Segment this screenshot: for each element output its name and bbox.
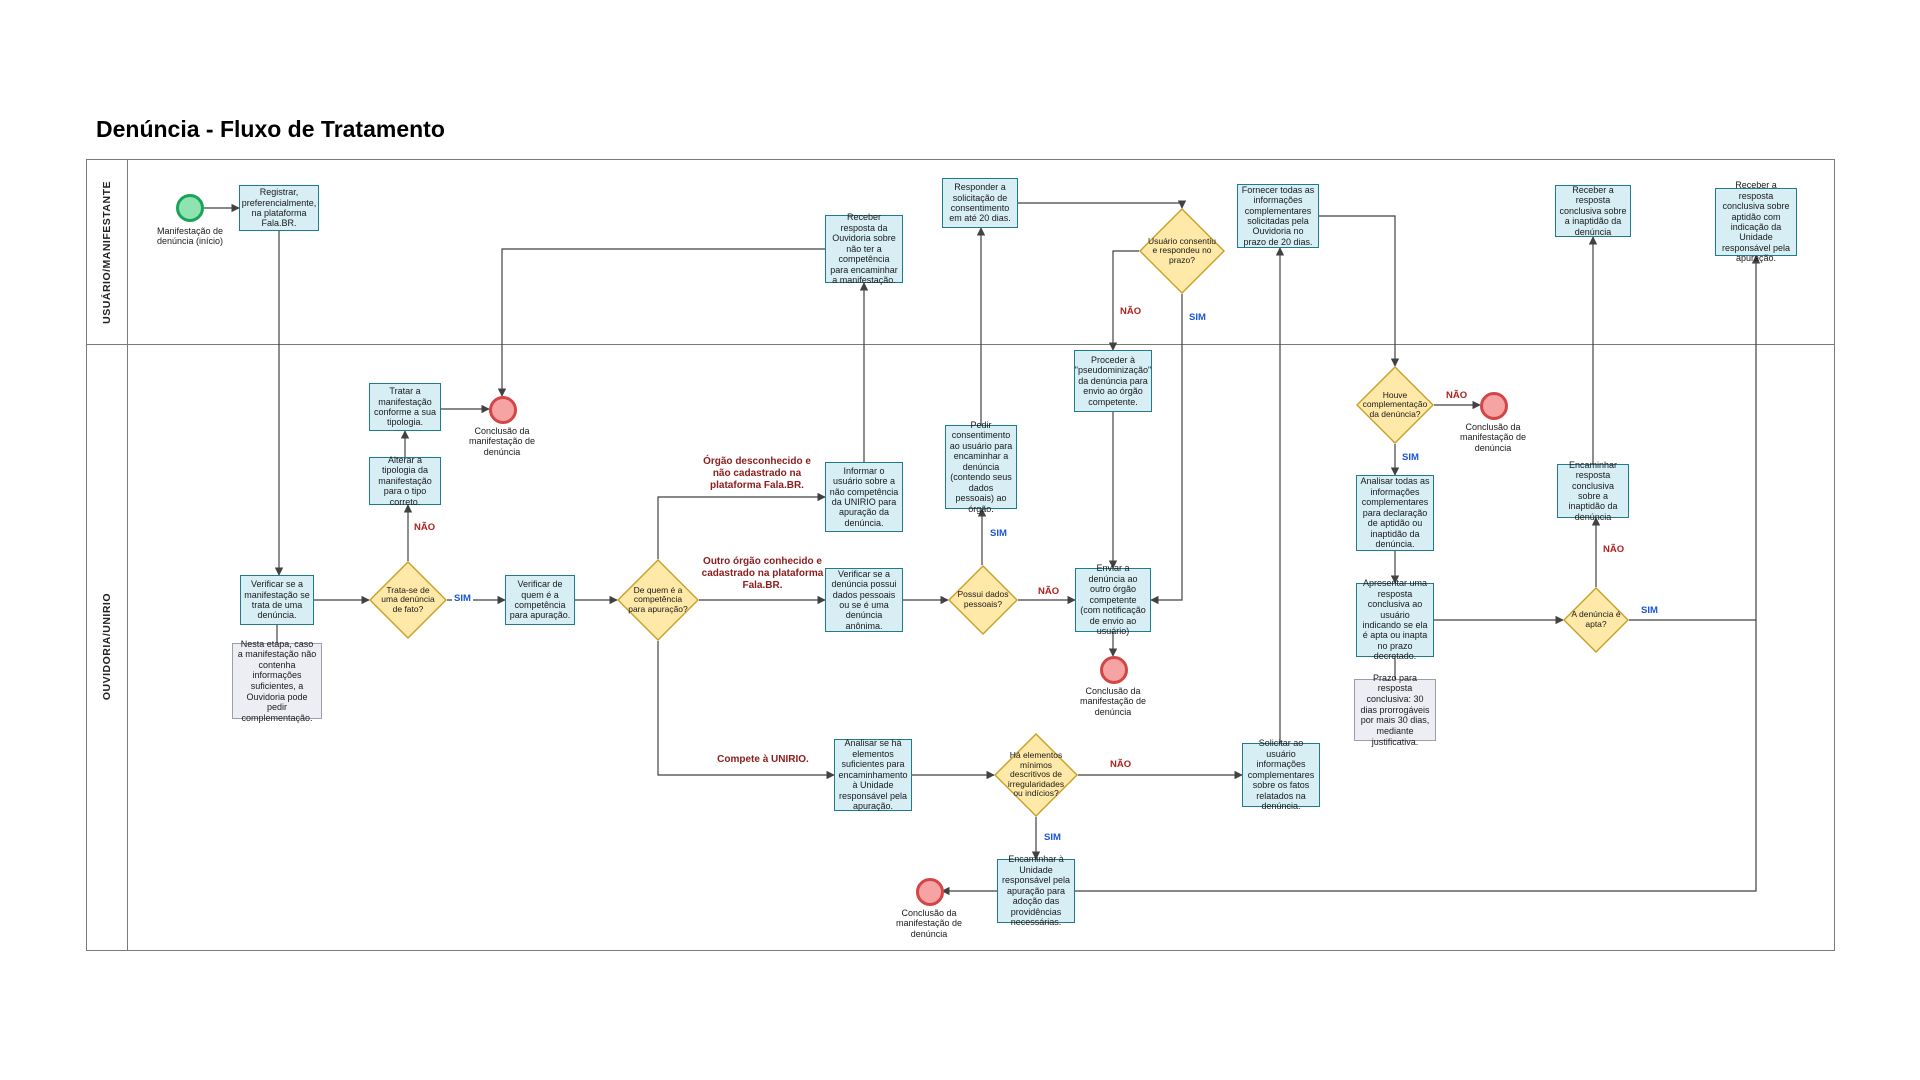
lane-usuario-manifestante: USUÁRIO/MANIFESTANTE [87, 160, 1834, 345]
start-event [176, 194, 204, 222]
task-verificar-competencia: Verificar de quem é a competência para a… [505, 575, 575, 625]
task-receber-resposta-inaptidao: Receber a resposta conclusiva sobre a in… [1555, 185, 1631, 237]
end-event-3-label: Conclusão da manifestação de denúncia [1459, 422, 1527, 453]
end-event-1 [489, 396, 517, 424]
task-solicitar-informacoes: Solicitar ao usuário informações complem… [1242, 738, 1320, 811]
task-proceder-pseudonimizacao: Proceder à "pseudominização" da denúncia… [1074, 350, 1152, 412]
task-receber-resposta-ouvidoria: Receber resposta da Ouvidoria sobre não … [825, 212, 903, 285]
annotation-orgao-desconhecido: Órgão desconhecido e não cadastrado na p… [703, 456, 811, 492]
note-prazo-resposta: Prazo para resposta conclusiva: 30 dias … [1354, 673, 1436, 747]
task-encaminhar-unidade: Encaminhar à Unidade responsável pela ap… [997, 854, 1075, 927]
edge-label-sim-denuncia-apta: SIM [1639, 605, 1660, 617]
end-event-4-label: Conclusão da manifestação de denúncia [895, 908, 963, 939]
edge-label-nao-trata-se: NÃO [412, 522, 438, 534]
task-analisar-elementos: Analisar se há elementos suficientes par… [834, 738, 912, 811]
annotation-compete-unirio: Compete à UNIRIO. [717, 754, 809, 765]
edge-label-nao-possui-dados: NÃO [1036, 586, 1062, 598]
task-informar-usuario: Informar o usuário sobre a não competênc… [825, 462, 903, 532]
decision-houve-complementacao: Houve complementação da denúncia? [1356, 366, 1434, 444]
task-registrar-fala-br: Registrar, preferencialmente, na platafo… [239, 185, 319, 231]
task-pedir-consentimento: Pedir consentimento ao usuário para enca… [945, 420, 1017, 514]
decision-ha-elementos: Há elementos mínimos descritivos de irre… [994, 733, 1078, 817]
decision-denuncia-apta: A denúncia é apta? [1563, 587, 1629, 653]
task-analisar-informacoes: Analisar todas as informações complement… [1356, 475, 1434, 551]
edge-label-sim-possui-dados: SIM [988, 528, 1009, 540]
task-encaminhar-resposta-inaptidao: Encaminhar resposta conclusiva sobre a i… [1557, 460, 1629, 522]
end-event-2-label: Conclusão da manifestação de denúncia [1079, 686, 1147, 717]
task-enviar-denuncia: Enviar a denúncia ao outro órgão compete… [1075, 563, 1151, 636]
task-fornecer-informacoes: Fornecer todas as informações complement… [1237, 184, 1319, 248]
task-tratar-manifestacao: Tratar a manifestação conforme a sua tip… [369, 383, 441, 431]
decision-possui-dados: Possui dados pessoais? [948, 565, 1018, 635]
task-receber-resposta-aptidao: Receber a resposta conclusiva sobre apti… [1715, 180, 1797, 263]
task-apresentar-resposta: Apresentar uma resposta conclusiva ao us… [1356, 578, 1434, 661]
task-alterar-tipologia: Alterar a tipologia da manifestação para… [369, 455, 441, 507]
edge-label-nao-denuncia-apta: NÃO [1601, 544, 1627, 556]
annotation-outro-orgao: Outro órgão conhecido e cadastrado na pl… [701, 556, 824, 592]
edge-label-sim-ha-elementos: SIM [1042, 832, 1063, 844]
decision-trata-se-denuncia: Trata-se de uma denúncia de fato? [369, 561, 447, 639]
task-verificar-manifestacao: Verificar se a manifestação se trata de … [240, 575, 314, 625]
task-verificar-dados-pessoais: Verificar se a denúncia possui dados pes… [825, 568, 903, 632]
end-event-2 [1100, 656, 1128, 684]
lane-ouvidoria-unirio: OUVIDORIA/UNIRIO [87, 344, 1834, 950]
lane-label-usuario: USUÁRIO/MANIFESTANTE [87, 160, 128, 344]
decision-usuario-consentiu: Usuário consentiu e respondeu no prazo? [1139, 208, 1225, 294]
decision-de-quem-competencia: De quem é a competência para apuração? [617, 559, 699, 641]
edge-label-sim-consentiu: SIM [1187, 312, 1208, 324]
end-event-3 [1480, 392, 1508, 420]
edge-label-nao-consentiu: NÃO [1118, 306, 1144, 318]
edge-label-sim-houve-complementacao: SIM [1400, 452, 1421, 464]
end-event-1-label: Conclusão da manifestação de denúncia [468, 426, 536, 457]
task-responder-solicitacao: Responder a solicitação de consentimento… [942, 178, 1018, 228]
pool: USUÁRIO/MANIFESTANTE OUVIDORIA/UNIRIO [86, 159, 1835, 951]
lane-label-ouvidoria: OUVIDORIA/UNIRIO [87, 344, 128, 950]
edge-label-nao-ha-elementos: NÃO [1108, 759, 1134, 771]
flowchart-title: Denúncia - Fluxo de Tratamento [96, 116, 445, 142]
end-event-4 [916, 878, 944, 906]
edge-label-sim-trata-se: SIM [452, 593, 473, 605]
note-complementacao: Nesta etapa, caso a manifestação não con… [232, 639, 322, 723]
start-event-label: Manifestação de denúncia (início) [156, 226, 224, 247]
edge-label-nao-houve-complementacao: NÃO [1444, 390, 1470, 402]
